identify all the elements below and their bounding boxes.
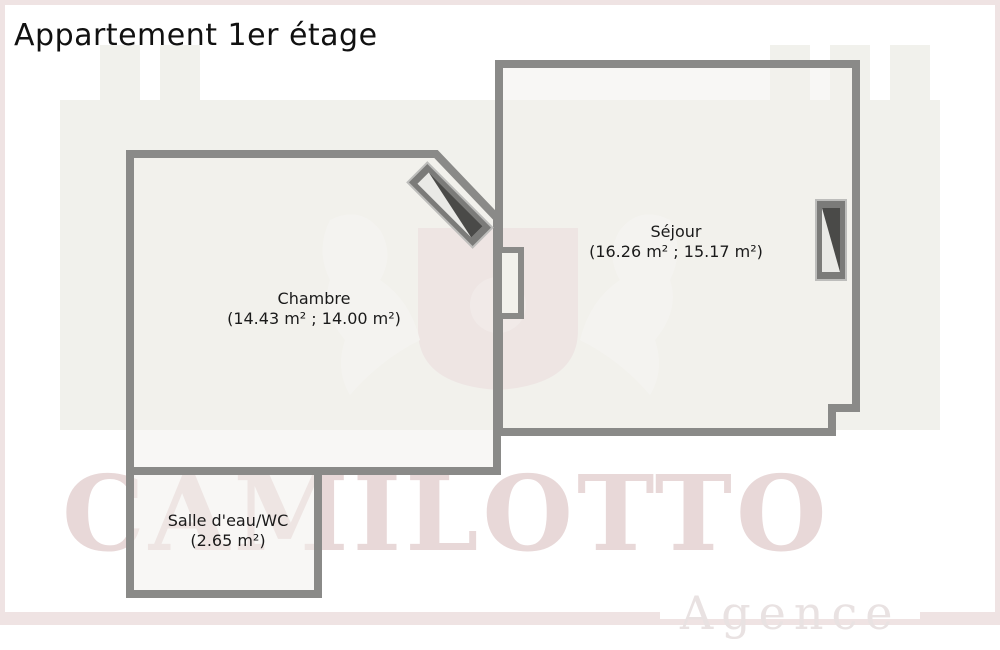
window-chambre [406, 161, 494, 249]
watermark-frame [0, 0, 1000, 625]
room-name: Séjour [650, 222, 702, 241]
watermark-line-left [0, 612, 660, 620]
room-area: (14.43 m² ; 14.00 m²) [227, 309, 401, 328]
room-area: (2.65 m²) [190, 531, 266, 550]
watermark-line-right [920, 612, 1000, 620]
room-area: (16.26 m² ; 15.17 m²) [589, 242, 763, 261]
room-label-sejour: Séjour (16.26 m² ; 15.17 m²) [576, 222, 776, 262]
room-label-chambre: Chambre (14.43 m² ; 14.00 m²) [214, 289, 414, 329]
watermark-subtitle: Agence [680, 586, 901, 640]
room-sejour-walls [495, 60, 860, 436]
plan-title: Appartement 1er étage [14, 18, 378, 53]
room-name: Chambre [277, 289, 351, 308]
window-sejour [815, 199, 847, 281]
room-label-salle: Salle d'eau/WC (2.65 m²) [128, 511, 328, 551]
room-name: Salle d'eau/WC [167, 511, 289, 530]
doorway-notch [496, 247, 524, 319]
room-salle-walls [126, 467, 322, 598]
